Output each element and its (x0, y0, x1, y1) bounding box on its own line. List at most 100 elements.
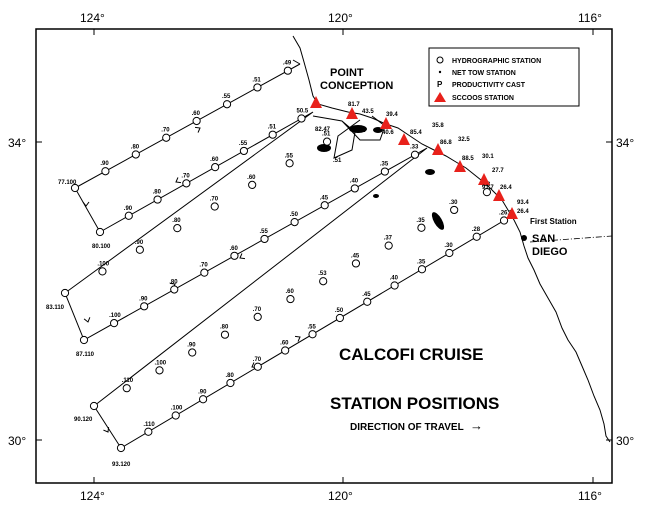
travel-arrow-icon (103, 426, 110, 433)
san-diego-label-2: DIEGO (532, 246, 568, 258)
line-end-label: 87.110 (76, 352, 95, 358)
sccoos-triangle (506, 207, 518, 219)
legend-label-sccoos: SCCOOS STATION (452, 95, 514, 102)
station-label: .33 (410, 145, 419, 151)
hydrographic-station (98, 267, 107, 276)
map-subtitle: STATION POSITIONS (330, 394, 499, 413)
bottom-lon-116: 116° (578, 489, 602, 503)
hydrographic-station (363, 297, 372, 306)
station-label: .70 (210, 197, 219, 203)
border-line (529, 235, 613, 243)
station-label: .60 (229, 246, 238, 252)
station-label: .37 (384, 236, 393, 242)
hydrographic-station (482, 188, 492, 197)
legend-triangle-icon (434, 92, 446, 102)
hydrographic-station (281, 346, 290, 355)
hydrographic-station (285, 159, 294, 168)
station-label: .49 (283, 61, 292, 67)
top-lon-124: 124° (80, 11, 105, 25)
hydrographic-station (131, 150, 140, 159)
legend-box (428, 47, 580, 107)
hydrographic-station (210, 202, 219, 211)
station-label: .60 (280, 341, 289, 347)
sccoos-label: 35.8 (432, 123, 444, 129)
hydrographic-station (173, 224, 182, 233)
hydrographic-station (351, 259, 361, 268)
station-label: .28 (482, 182, 491, 188)
top-lon-120: 120° (328, 11, 353, 25)
left-lat-34: 34° (8, 136, 26, 150)
station-label: .100 (171, 406, 183, 412)
hydrographic-station (320, 201, 329, 210)
station-label: .80 (220, 325, 229, 331)
sccoos-triangle (398, 133, 410, 145)
hydrographic-station (170, 285, 179, 294)
station-label: .35 (417, 259, 426, 265)
station-label: .30 (444, 243, 453, 249)
station-label: .90 (139, 296, 148, 302)
direction-arrow-icon: → (470, 418, 483, 433)
station-label: .53 (318, 271, 327, 277)
station-label: .26.7 (499, 211, 513, 217)
sccoos-triangle (346, 107, 358, 119)
station-label: .110 (143, 422, 155, 428)
station-label: .51 (252, 77, 261, 83)
legend-circle-icon (436, 56, 444, 64)
hydrographic-station (260, 234, 269, 244)
station-label: .100 (109, 313, 121, 319)
hydrographic-station (200, 268, 209, 277)
station-label: .80 (153, 190, 162, 196)
station-label: .55 (308, 324, 317, 330)
legend-label-net-tow: NET TOW STATION (452, 70, 516, 77)
station-label: .90 (135, 240, 144, 246)
station-label: .40 (390, 276, 399, 282)
station-label: .70 (253, 307, 262, 313)
hydrographic-station (248, 180, 257, 189)
hydrographic-station (122, 384, 131, 393)
station-label: .50 (335, 308, 344, 314)
travel-arrow-icon (194, 126, 201, 133)
right-lat-30: 30° (616, 434, 634, 448)
station-label: .100 (97, 261, 109, 267)
sccoos-triangle (310, 96, 322, 108)
hydrographic-station (188, 348, 197, 357)
cruise-track (64, 63, 516, 449)
hydrographic-station (253, 312, 262, 321)
hydrographic-station (222, 100, 232, 109)
hydrographic-station (253, 83, 262, 92)
hydrographic-station (417, 223, 426, 232)
hydrographic-station (182, 179, 191, 188)
station-label: .45 (320, 195, 329, 201)
line-end-station (116, 443, 126, 453)
station-label: .90 (100, 161, 109, 167)
station-label: .100 (154, 360, 166, 366)
hydrographic-station (335, 313, 344, 323)
hydrographic-station (226, 378, 235, 388)
hydrographic-station (445, 248, 454, 258)
legend-dot-icon (438, 70, 442, 74)
bottom-lon-124: 124° (80, 489, 105, 503)
sccoos-label: 27.7 (492, 168, 504, 174)
sccoos-label: 39.4 (386, 112, 398, 118)
map-frame (35, 28, 613, 484)
left-lat-30: 30° (8, 434, 26, 448)
hydrographic-station (410, 150, 420, 159)
hydrographic-station (144, 427, 153, 436)
hydrographic-station (450, 205, 459, 215)
station-label: .70 (253, 357, 262, 363)
station-label: .70 (199, 263, 208, 269)
sccoos-triangle (432, 143, 444, 155)
hydrographic-station (140, 302, 149, 311)
station-label: .90 (187, 343, 196, 349)
inner-station-label: .42 (357, 128, 366, 134)
hydrographic-station (230, 251, 239, 260)
hydrographic-station (192, 116, 201, 126)
hydrographic-station (101, 167, 110, 176)
inner-station-label: 82.47 (315, 127, 331, 133)
hydrographic-station (135, 245, 144, 254)
hydrographic-station (319, 277, 328, 286)
axis-ticks (36, 29, 612, 483)
station-label: .50 (290, 212, 299, 218)
